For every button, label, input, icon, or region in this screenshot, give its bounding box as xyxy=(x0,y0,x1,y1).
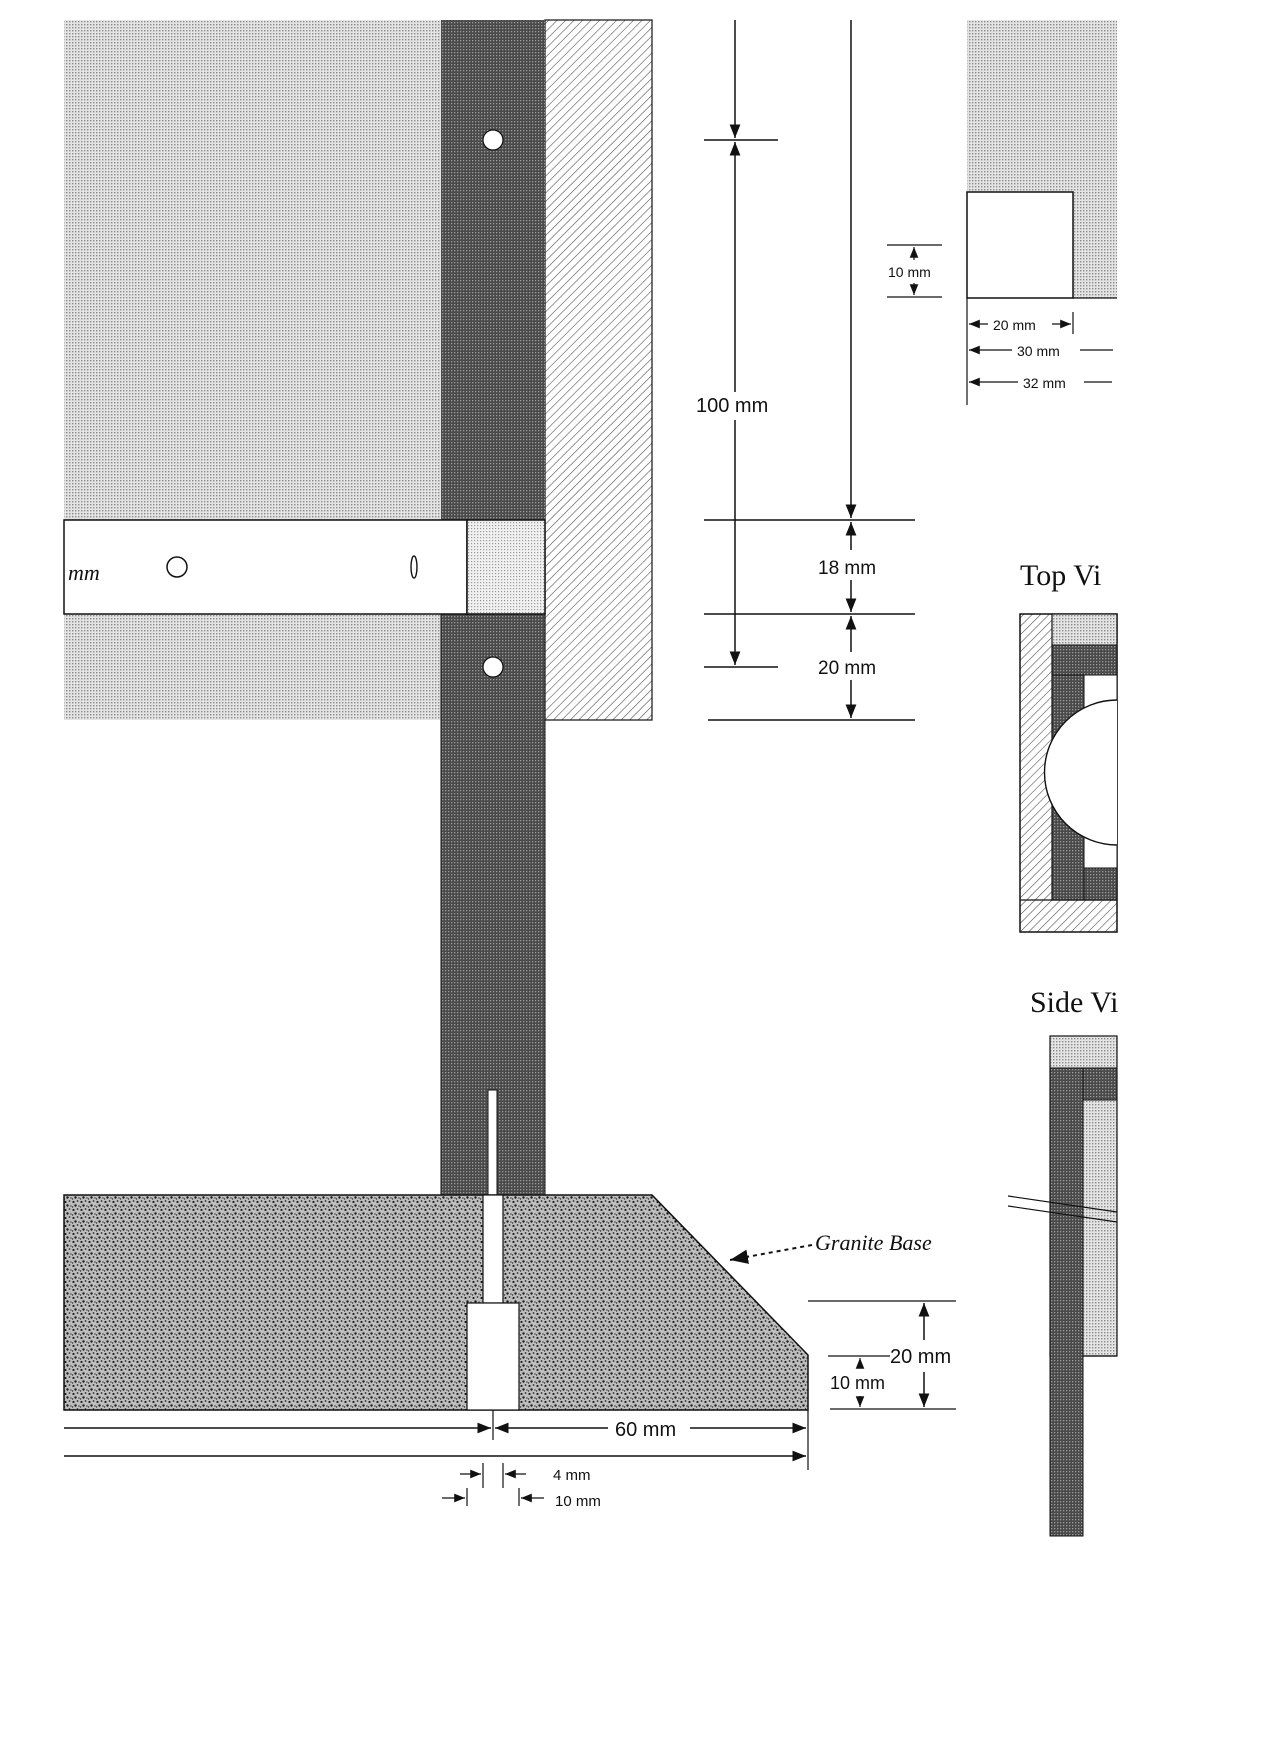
slot-mm-label: mm xyxy=(68,560,100,585)
post-slit xyxy=(487,1089,498,1197)
dim-60-label: 60 mm xyxy=(615,1419,676,1441)
granite-base xyxy=(63,1194,809,1411)
dim-10-base-label: 10 mm xyxy=(830,1373,885,1393)
slot-hole xyxy=(166,556,188,578)
side-view: Side Vi xyxy=(1007,986,1119,1537)
top-view-arc xyxy=(1043,699,1118,846)
detail-notch xyxy=(966,191,1074,299)
side-view-title: Side Vi xyxy=(1030,986,1119,1019)
base-pin-socket xyxy=(466,1302,520,1411)
slot-hole-edge xyxy=(410,555,418,579)
lower-hole xyxy=(482,656,504,678)
dim-32-top-label: 32 mm xyxy=(1023,375,1066,391)
dim-4-label: 4 mm xyxy=(553,1467,591,1484)
top-view: Top Vi xyxy=(1019,559,1118,933)
base-annotations: Granite Base 20 mm 10 mm 60 mm 4 mm 10 m… xyxy=(64,1230,956,1510)
dark-post-upper xyxy=(441,20,545,520)
top-view-title: Top Vi xyxy=(1020,559,1101,592)
vertical-dimensions: 100 mm 18 mm 20 mm xyxy=(696,20,915,721)
dim-10-bottom-label: 10 mm xyxy=(555,1493,601,1510)
dim-20-top-label: 20 mm xyxy=(993,317,1036,333)
dim-100-label: 100 mm xyxy=(696,395,768,417)
top-view-dark-frame xyxy=(1051,644,1118,676)
top-view-dark-bottom xyxy=(1083,867,1118,901)
upper-hole xyxy=(482,129,504,151)
granite-base-label: Granite Base xyxy=(815,1230,932,1255)
dim-18-label: 18 mm xyxy=(818,558,876,579)
side-view-dark-col xyxy=(1049,1067,1084,1537)
dim-20-right-label: 20 mm xyxy=(818,658,876,679)
base-pin-shaft xyxy=(482,1194,504,1304)
hatched-wall xyxy=(544,19,653,721)
slot-channel xyxy=(63,519,468,615)
slot-insert xyxy=(466,519,546,615)
top-detail: 10 mm 20 mm 30 mm 32 mm xyxy=(887,20,1117,405)
dim-30-top-label: 30 mm xyxy=(1017,343,1060,359)
upper-block xyxy=(64,20,441,520)
main-elevation: mm xyxy=(63,19,809,1411)
granite-leader xyxy=(729,1244,813,1264)
dim-20-base-label: 20 mm xyxy=(890,1346,951,1368)
lower-block xyxy=(64,614,441,720)
dim-10-top-label: 10 mm xyxy=(888,264,931,280)
